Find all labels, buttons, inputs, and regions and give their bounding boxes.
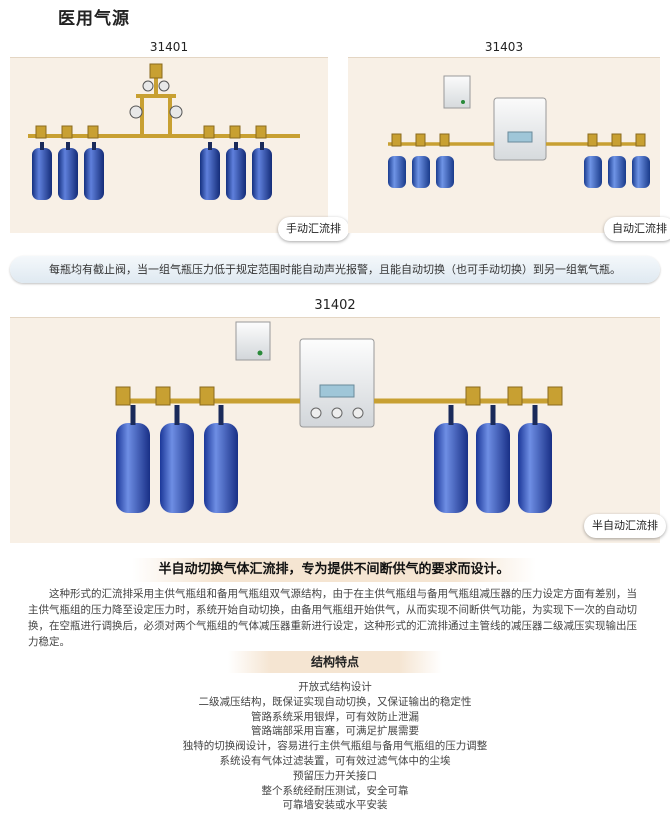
- panel-model-label: 31401: [10, 36, 328, 58]
- description-paragraph: 这种形式的汇流排采用主供气瓶组和备用气瓶组双气源结构，由于在主供气瓶组与备用气瓶…: [28, 588, 637, 648]
- feature-item: 二级减压结构，既保证实现自动切换，又保证输出的稳定性: [198, 695, 472, 708]
- panel-31402: 31402: [10, 293, 666, 543]
- automatic-manifold-illustration: [388, 75, 650, 188]
- panel-31401: 31401: [10, 36, 349, 241]
- feature-item: 系统设有气体过滤装置，可有效过滤气体中的尘埃: [219, 754, 451, 767]
- feature-item: 管路系统采用银焊，可有效防止泄漏: [251, 710, 419, 723]
- structure-title: 结构特点: [310, 655, 359, 669]
- panel-model-label: 31403: [348, 36, 660, 58]
- feature-item: 独特的切换阀设计，容易进行主供气瓶组与备用气瓶组的压力调整: [182, 740, 488, 753]
- headline-background: [132, 558, 536, 582]
- feature-item: 管路端部采用盲塞，可满足扩展需要: [251, 725, 419, 738]
- panel-31403: 31403 自动汇流排: [348, 36, 670, 241]
- feature-item: 整个系统经耐压测试，安全可靠: [261, 784, 409, 797]
- feature-list: 开放式结构设计 二级减压结构，既保证实现自动切换，又保证输出的稳定性 管路系统采…: [100, 680, 570, 813]
- manual-manifold-illustration: [28, 63, 300, 200]
- semi-automatic-manifold-tag: 半自动汇流排: [584, 514, 666, 538]
- alarm-switch-banner: 每瓶均有截止阀，当一组气瓶压力低于规定范围时能自动声光报警，且能自动切换（也可手…: [10, 256, 660, 283]
- page-title: 医用气源: [58, 9, 130, 29]
- semi-automatic-manifold-illustration: [115, 321, 563, 513]
- feature-item: 可靠墙安装或水平安装: [282, 799, 388, 812]
- automatic-manifold-tag: 自动汇流排: [604, 217, 670, 241]
- panel-model-label: 31402: [10, 293, 660, 318]
- feature-item: 预留压力开关接口: [293, 769, 377, 782]
- feature-item: 开放式结构设计: [298, 681, 372, 693]
- structure-title-background: [228, 651, 442, 673]
- headline: 半自动切换气体汇流排，专为提供不间断供气的要求而设计。: [158, 562, 510, 577]
- manual-manifold-tag: 手动汇流排: [278, 217, 349, 241]
